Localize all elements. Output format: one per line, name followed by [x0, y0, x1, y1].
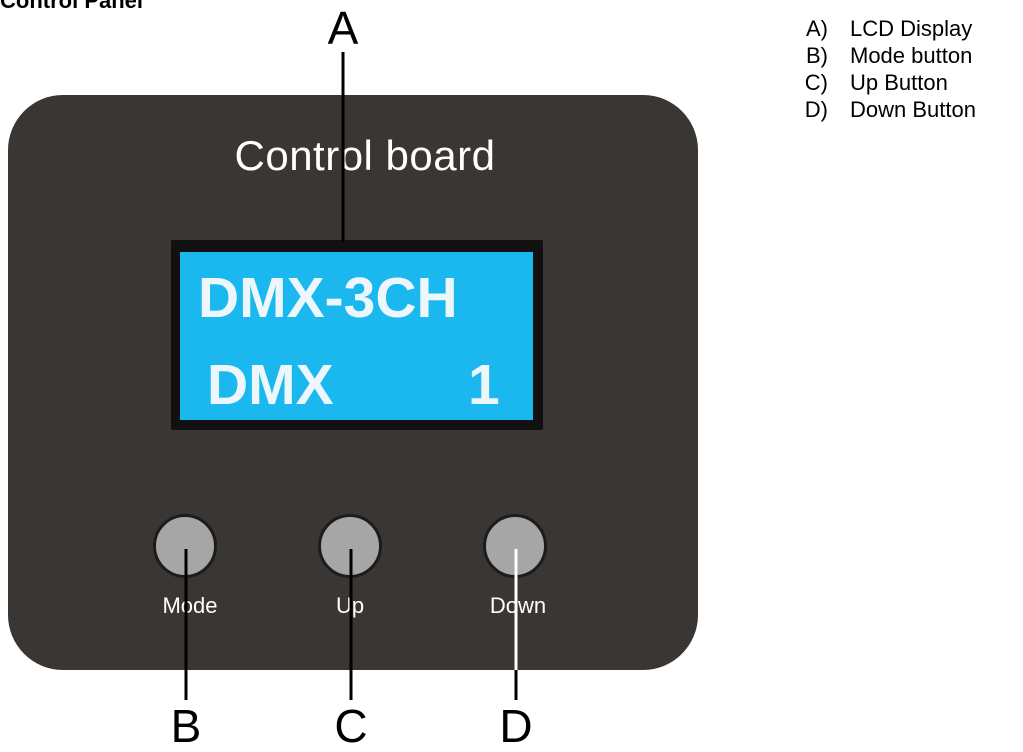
down-button-label: Down [489, 593, 547, 618]
legend-row: D) Down Button [790, 96, 976, 123]
callout-letter-c: C [334, 700, 368, 752]
control-board-title: Control board [234, 132, 496, 179]
legend-key: D) [804, 97, 828, 122]
legend: A) LCD Display B) Mode button C) Up Butt… [790, 15, 976, 123]
legend-row: A) LCD Display [790, 15, 976, 42]
callout-letter-b: B [170, 700, 202, 752]
lcd-display [180, 252, 533, 420]
lcd-line-1: DMX-3CH [198, 266, 458, 330]
legend-text: Mode button [850, 43, 973, 68]
legend-text: Up Button [850, 70, 948, 95]
mode-button-label: Mode [162, 593, 218, 618]
callout-letter-a: A [327, 2, 359, 54]
section-title: Control Panel [0, 0, 144, 13]
legend-row: C) Up Button [790, 69, 976, 96]
lcd-line-2-value: 1 [468, 353, 500, 417]
legend-text: LCD Display [850, 16, 973, 41]
legend-key: A) [806, 16, 828, 41]
legend-text: Down Button [850, 97, 976, 122]
callout-letter-d: D [499, 700, 533, 752]
legend-key: B) [806, 43, 828, 68]
legend-row: B) Mode button [790, 42, 976, 69]
legend-key: C) [804, 70, 828, 95]
lcd-line-2-mode: DMX [207, 353, 334, 417]
